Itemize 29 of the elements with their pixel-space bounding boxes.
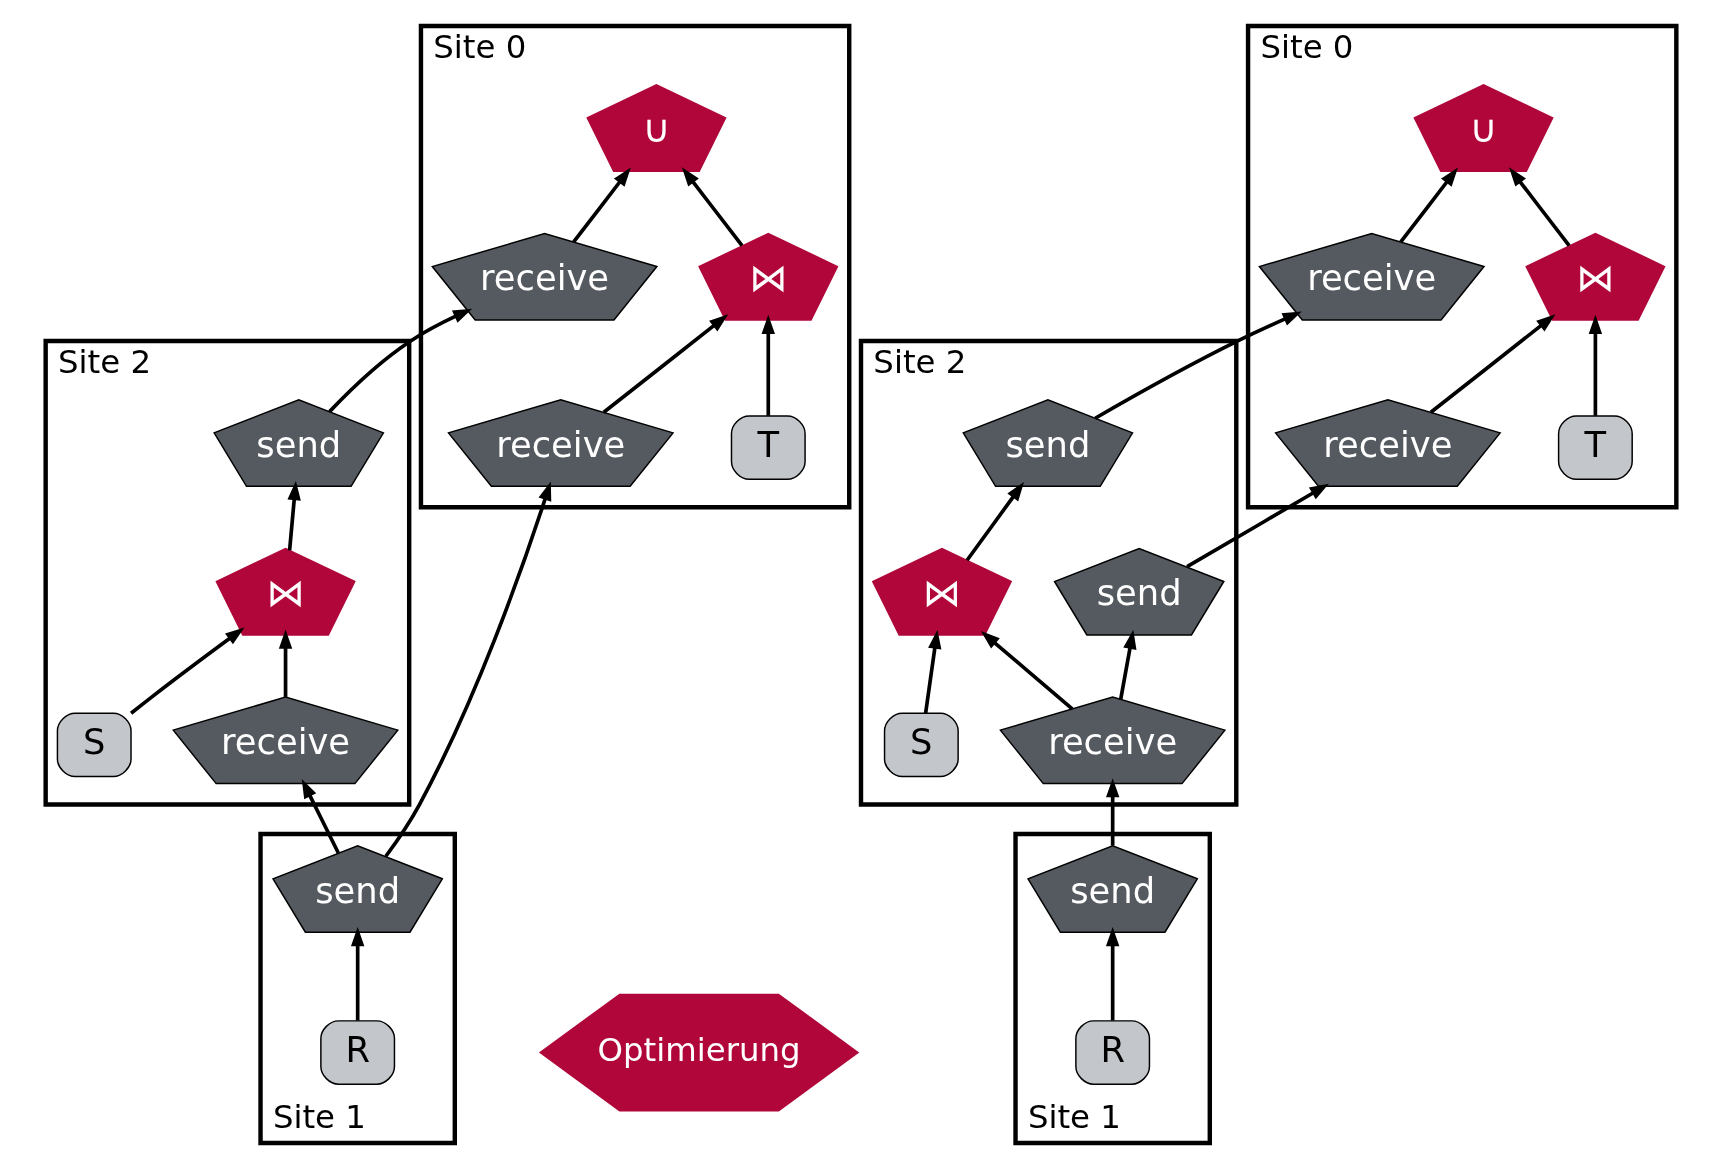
arrow — [761, 314, 775, 416]
arrow — [129, 627, 244, 715]
node-box: S — [883, 712, 959, 778]
node-box: T — [730, 415, 806, 480]
node-box: S — [56, 712, 132, 778]
arrow — [383, 481, 551, 858]
node-box: R — [1074, 1020, 1150, 1085]
arrow — [327, 308, 472, 413]
arrow — [965, 481, 1024, 562]
node-box: R — [319, 1020, 395, 1085]
arrow — [1105, 778, 1119, 846]
arrow — [287, 480, 301, 551]
arrow — [350, 927, 364, 1021]
arrow — [980, 630, 1073, 711]
arrow — [1429, 314, 1555, 414]
arrow — [1398, 167, 1458, 244]
arrow — [571, 167, 631, 244]
node-box: T — [1557, 415, 1633, 480]
arrow — [1105, 927, 1119, 1021]
arrow — [602, 314, 728, 414]
arrow — [1185, 483, 1329, 569]
arrow — [278, 629, 292, 697]
arrow — [1118, 629, 1136, 700]
arrow — [1093, 311, 1302, 420]
arrow — [1508, 167, 1571, 247]
arrow — [681, 167, 743, 247]
arrow — [1588, 314, 1602, 416]
arrow — [923, 629, 941, 714]
arrow — [301, 779, 340, 854]
